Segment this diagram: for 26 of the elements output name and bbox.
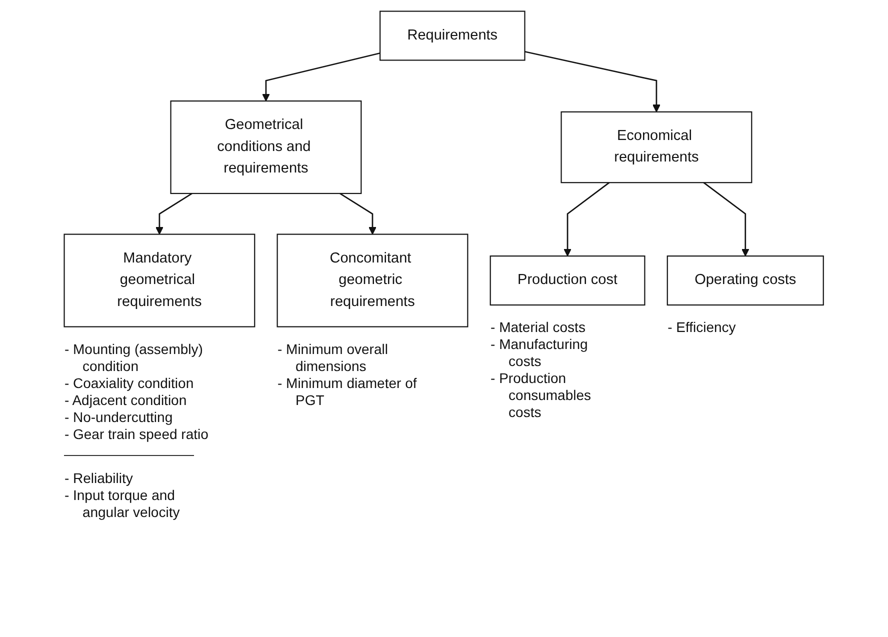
arrow bbox=[524, 50, 661, 112]
arrow bbox=[156, 192, 193, 235]
bullet-item: - Coaxiality condition bbox=[64, 374, 195, 392]
node-box: Geometrical conditions and requirements bbox=[170, 100, 362, 194]
bullet-item: - Manufacturing costs bbox=[490, 336, 589, 370]
node-box: Production cost bbox=[490, 255, 646, 306]
bullet-item: - Production consumables costs bbox=[490, 370, 592, 421]
node-box: Economical requirements bbox=[560, 111, 752, 184]
bullet-item: - Minimum diameter of PGT bbox=[277, 374, 418, 409]
node-box: Requirements bbox=[380, 10, 526, 61]
arrow bbox=[340, 192, 377, 235]
arrow bbox=[703, 182, 750, 256]
node-box: Mandatory geometrical requirements bbox=[64, 234, 256, 328]
arrow bbox=[262, 52, 380, 102]
bullet-item: - Adjacent condition bbox=[64, 392, 188, 409]
node-box: Operating costs bbox=[667, 255, 824, 306]
bullet-item: - Reliability bbox=[64, 470, 134, 487]
bullet-item: - Mounting (assembly) condition bbox=[64, 340, 204, 375]
arrow bbox=[564, 182, 610, 256]
bullet-item: - Gear train speed ratio bbox=[64, 426, 210, 443]
bullet-item: - Minimum overall dimensions bbox=[277, 340, 389, 375]
bullet-item: - No-undercutting bbox=[64, 408, 174, 426]
node-box: Concomitant geometric requirements bbox=[276, 234, 468, 328]
bullet-item: - Input torque and angular velocity bbox=[64, 486, 181, 521]
bullet-item: - Material costs bbox=[490, 318, 586, 336]
bullet-item: - Efficiency bbox=[668, 318, 737, 336]
